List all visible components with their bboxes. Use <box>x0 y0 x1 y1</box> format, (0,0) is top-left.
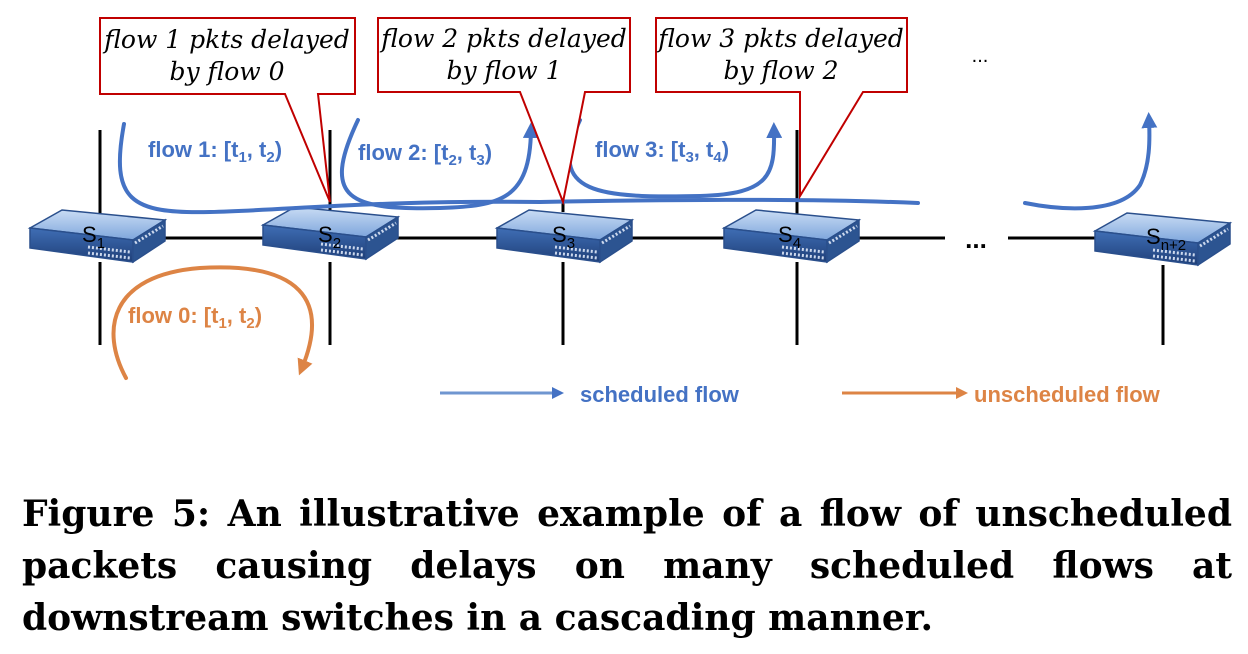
callout-3-line-1: flow 3 pkts delayed <box>656 24 904 53</box>
legend-scheduled-label: scheduled flow <box>580 382 740 407</box>
callout-ellipsis: ... <box>972 45 989 67</box>
flow-1-path <box>117 122 542 215</box>
switch-3 <box>494 209 635 264</box>
flow-2-label: flow 2: [t2, t3) <box>358 140 492 169</box>
callout-3: flow 3 pkts delayed by flow 2 <box>655 17 908 200</box>
callout-2-line-2: by flow 1 <box>446 56 561 85</box>
figure-caption: Figure 5: An illustrative example of a f… <box>22 493 1232 639</box>
chain-ellipsis: ... <box>965 224 987 254</box>
flow-3-label: flow 3: [t3, t4) <box>595 137 729 166</box>
flow-n-path <box>1023 112 1158 211</box>
flow-0-label: flow 0: [t1, t2) <box>128 303 262 332</box>
legend: scheduled flow unscheduled flow <box>440 382 1161 407</box>
switch-n2 <box>1092 212 1233 267</box>
callout-3-line-2: by flow 2 <box>723 56 838 85</box>
legend-unscheduled-label: unscheduled flow <box>974 382 1161 407</box>
callout-1-line-1: flow 1 pkts delayed <box>102 25 350 54</box>
switch-n2-label: Sn+2 <box>1146 224 1186 254</box>
switch-2 <box>260 206 401 261</box>
scheduled-flow-paths <box>117 112 1158 215</box>
switch-4 <box>721 209 862 264</box>
flow-chain-path <box>538 197 920 205</box>
flow-diagram: ... S1 S <box>27 17 1233 407</box>
callout-2-line-1: flow 2 pkts delayed <box>379 24 627 53</box>
callout-1: flow 1 pkts delayed by flow 0 <box>99 17 356 203</box>
switch-4-label: S4 <box>778 222 801 252</box>
switch-2-label: S2 <box>318 222 341 252</box>
switch-1-label: S1 <box>82 222 105 252</box>
callout-2: flow 2 pkts delayed by flow 1 <box>377 17 631 206</box>
flow-1-label: flow 1: [t1, t2) <box>148 137 282 166</box>
flow-2-path <box>339 118 539 211</box>
switch-1 <box>27 209 168 264</box>
switch-3-label: S3 <box>552 222 575 252</box>
callout-1-line-2: by flow 0 <box>169 57 284 86</box>
flow-0-path <box>111 265 314 380</box>
